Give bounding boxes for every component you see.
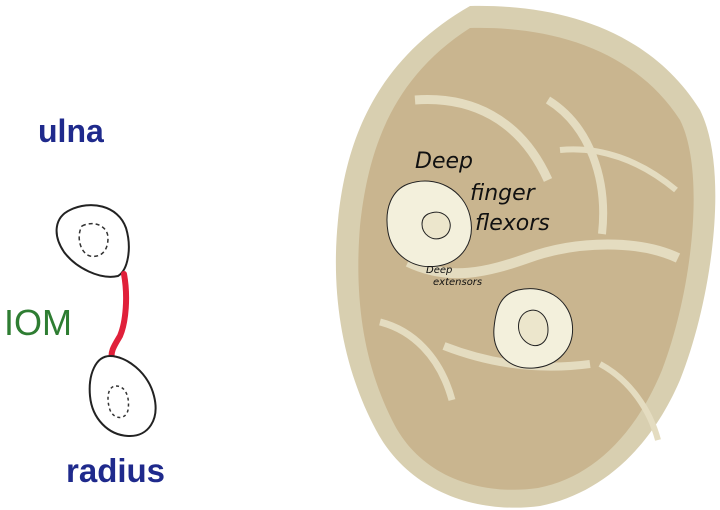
forearm-cross-section — [336, 6, 715, 508]
interosseous-membrane — [111, 274, 126, 360]
ulna-outline — [57, 205, 129, 277]
deep-finger-flexors-label-line1: Deep — [415, 149, 473, 174]
deep-finger-flexors-label-line2: finger — [470, 181, 535, 206]
deep-finger-flexors-label-line3: flexors — [475, 211, 550, 236]
ulna-marrow — [422, 212, 450, 239]
ulna-schematic — [57, 205, 129, 277]
radius-schematic — [90, 356, 156, 436]
radius-outline — [90, 356, 156, 436]
radius-label: radius — [66, 452, 165, 490]
deep-extensors-label-line2: extensors — [433, 277, 482, 288]
ulna-label: ulna — [38, 113, 104, 150]
deep-extensors-label-line1: Deep — [426, 265, 452, 276]
iom-label: IOM — [4, 302, 72, 344]
